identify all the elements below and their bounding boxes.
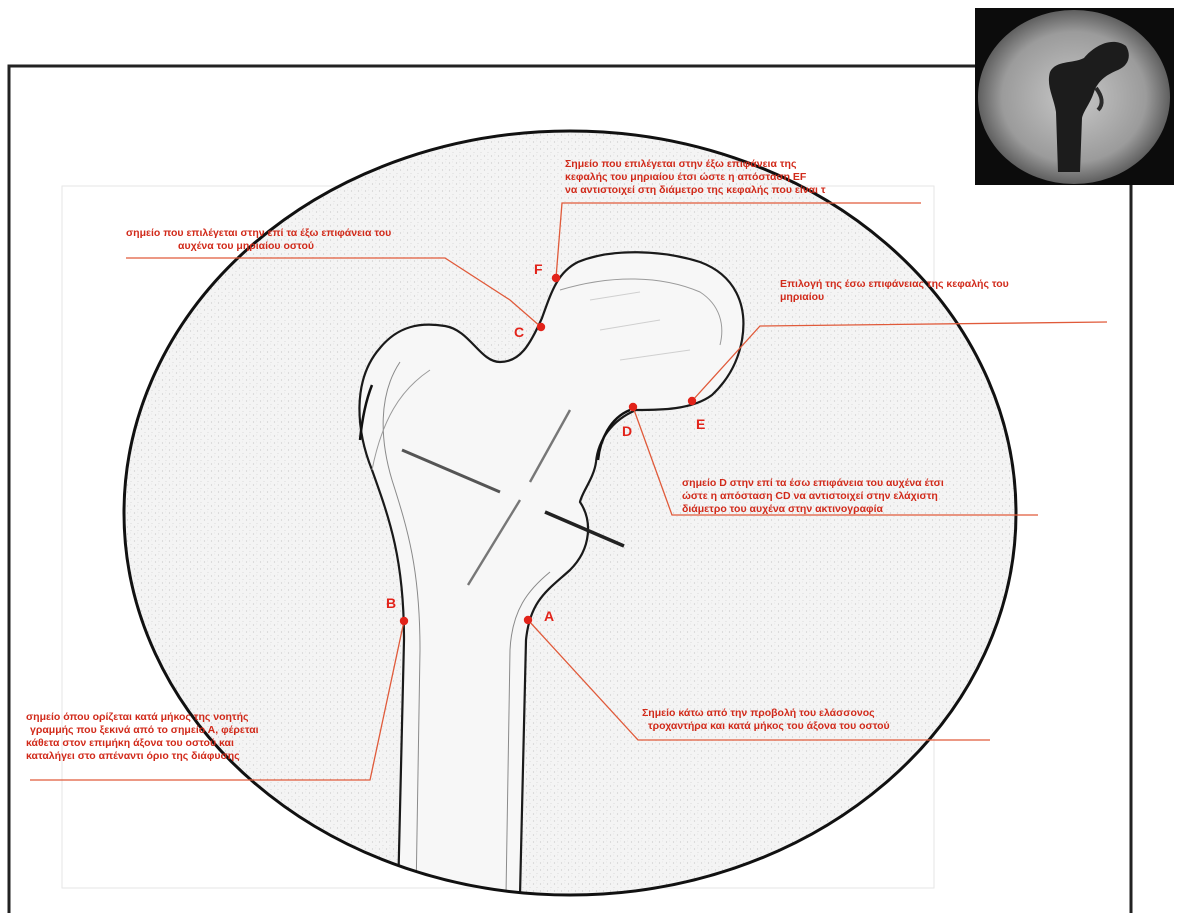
annotation-a: Σημείο κάτω από την προβολή του ελάσσονο… xyxy=(642,707,890,732)
annotation-b: σημείο όπου ορίζεται κατά μήκος της νοητ… xyxy=(26,711,262,762)
annotation-d-line-2: ώστε η απόσταση CD να αντιστοιχεί στην ε… xyxy=(682,490,938,502)
xray-thumbnail-image xyxy=(975,8,1174,185)
point-label-a: A xyxy=(544,608,554,624)
point-b-marker xyxy=(400,617,408,625)
annotation-d-line-3: διάμετρο του αυχένα στην ακτινογραφία xyxy=(682,503,883,515)
annotation-c-line-2: αυχένα του μηριαίου οστού xyxy=(178,240,314,252)
point-label-e: E xyxy=(696,416,705,432)
annotation-b-line-2: γραμμής που ξεκινά από το σημείο Α, φέρε… xyxy=(30,724,259,736)
annotation-e-line-1: Επιλογή της έσω επιφάνειας της κεφαλής τ… xyxy=(780,278,1009,290)
annotation-f-line-3: να αντιστοιχεί στη διάμετρο της κεφαλής … xyxy=(565,184,826,196)
annotation-d-line-1: σημείο D στην επί τα έσω επιφάνεια του α… xyxy=(682,477,944,489)
annotation-b-line-4: καταλήγει στο απέναντι όριο της διάφυσης xyxy=(26,750,240,762)
point-label-d: D xyxy=(622,423,632,439)
annotation-f: Σημείο που επιλέγεται στην έξω επιφάνεια… xyxy=(565,158,826,196)
annotation-b-line-3: κάθετα στον επιμήκη άξονα του οστού και xyxy=(26,737,234,749)
point-f-marker xyxy=(552,274,560,282)
annotation-e-line-2: μηριαίου xyxy=(780,291,824,303)
point-a-marker xyxy=(524,616,532,624)
point-c-marker xyxy=(537,323,545,331)
annotation-f-line-1: Σημείο που επιλέγεται στην έξω επιφάνεια… xyxy=(565,158,797,170)
point-d-marker xyxy=(629,403,637,411)
point-label-b: B xyxy=(386,595,396,611)
point-label-f: F xyxy=(534,261,543,277)
annotation-f-line-2: κεφαλής του μηριαίου έτσι ώστε η απόστασ… xyxy=(565,171,807,183)
annotation-b-line-1: σημείο όπου ορίζεται κατά μήκος της νοητ… xyxy=(26,711,249,723)
annotation-c-line-1: σημείο που επιλέγεται στην επί τα έξω επ… xyxy=(126,227,391,239)
point-label-c: C xyxy=(514,324,524,340)
point-e-marker xyxy=(688,397,696,405)
annotation-a-line-2: τροχαντήρα και κατά μήκος του άξονα του … xyxy=(648,720,890,732)
annotation-a-line-1: Σημείο κάτω από την προβολή του ελάσσονο… xyxy=(642,707,875,719)
